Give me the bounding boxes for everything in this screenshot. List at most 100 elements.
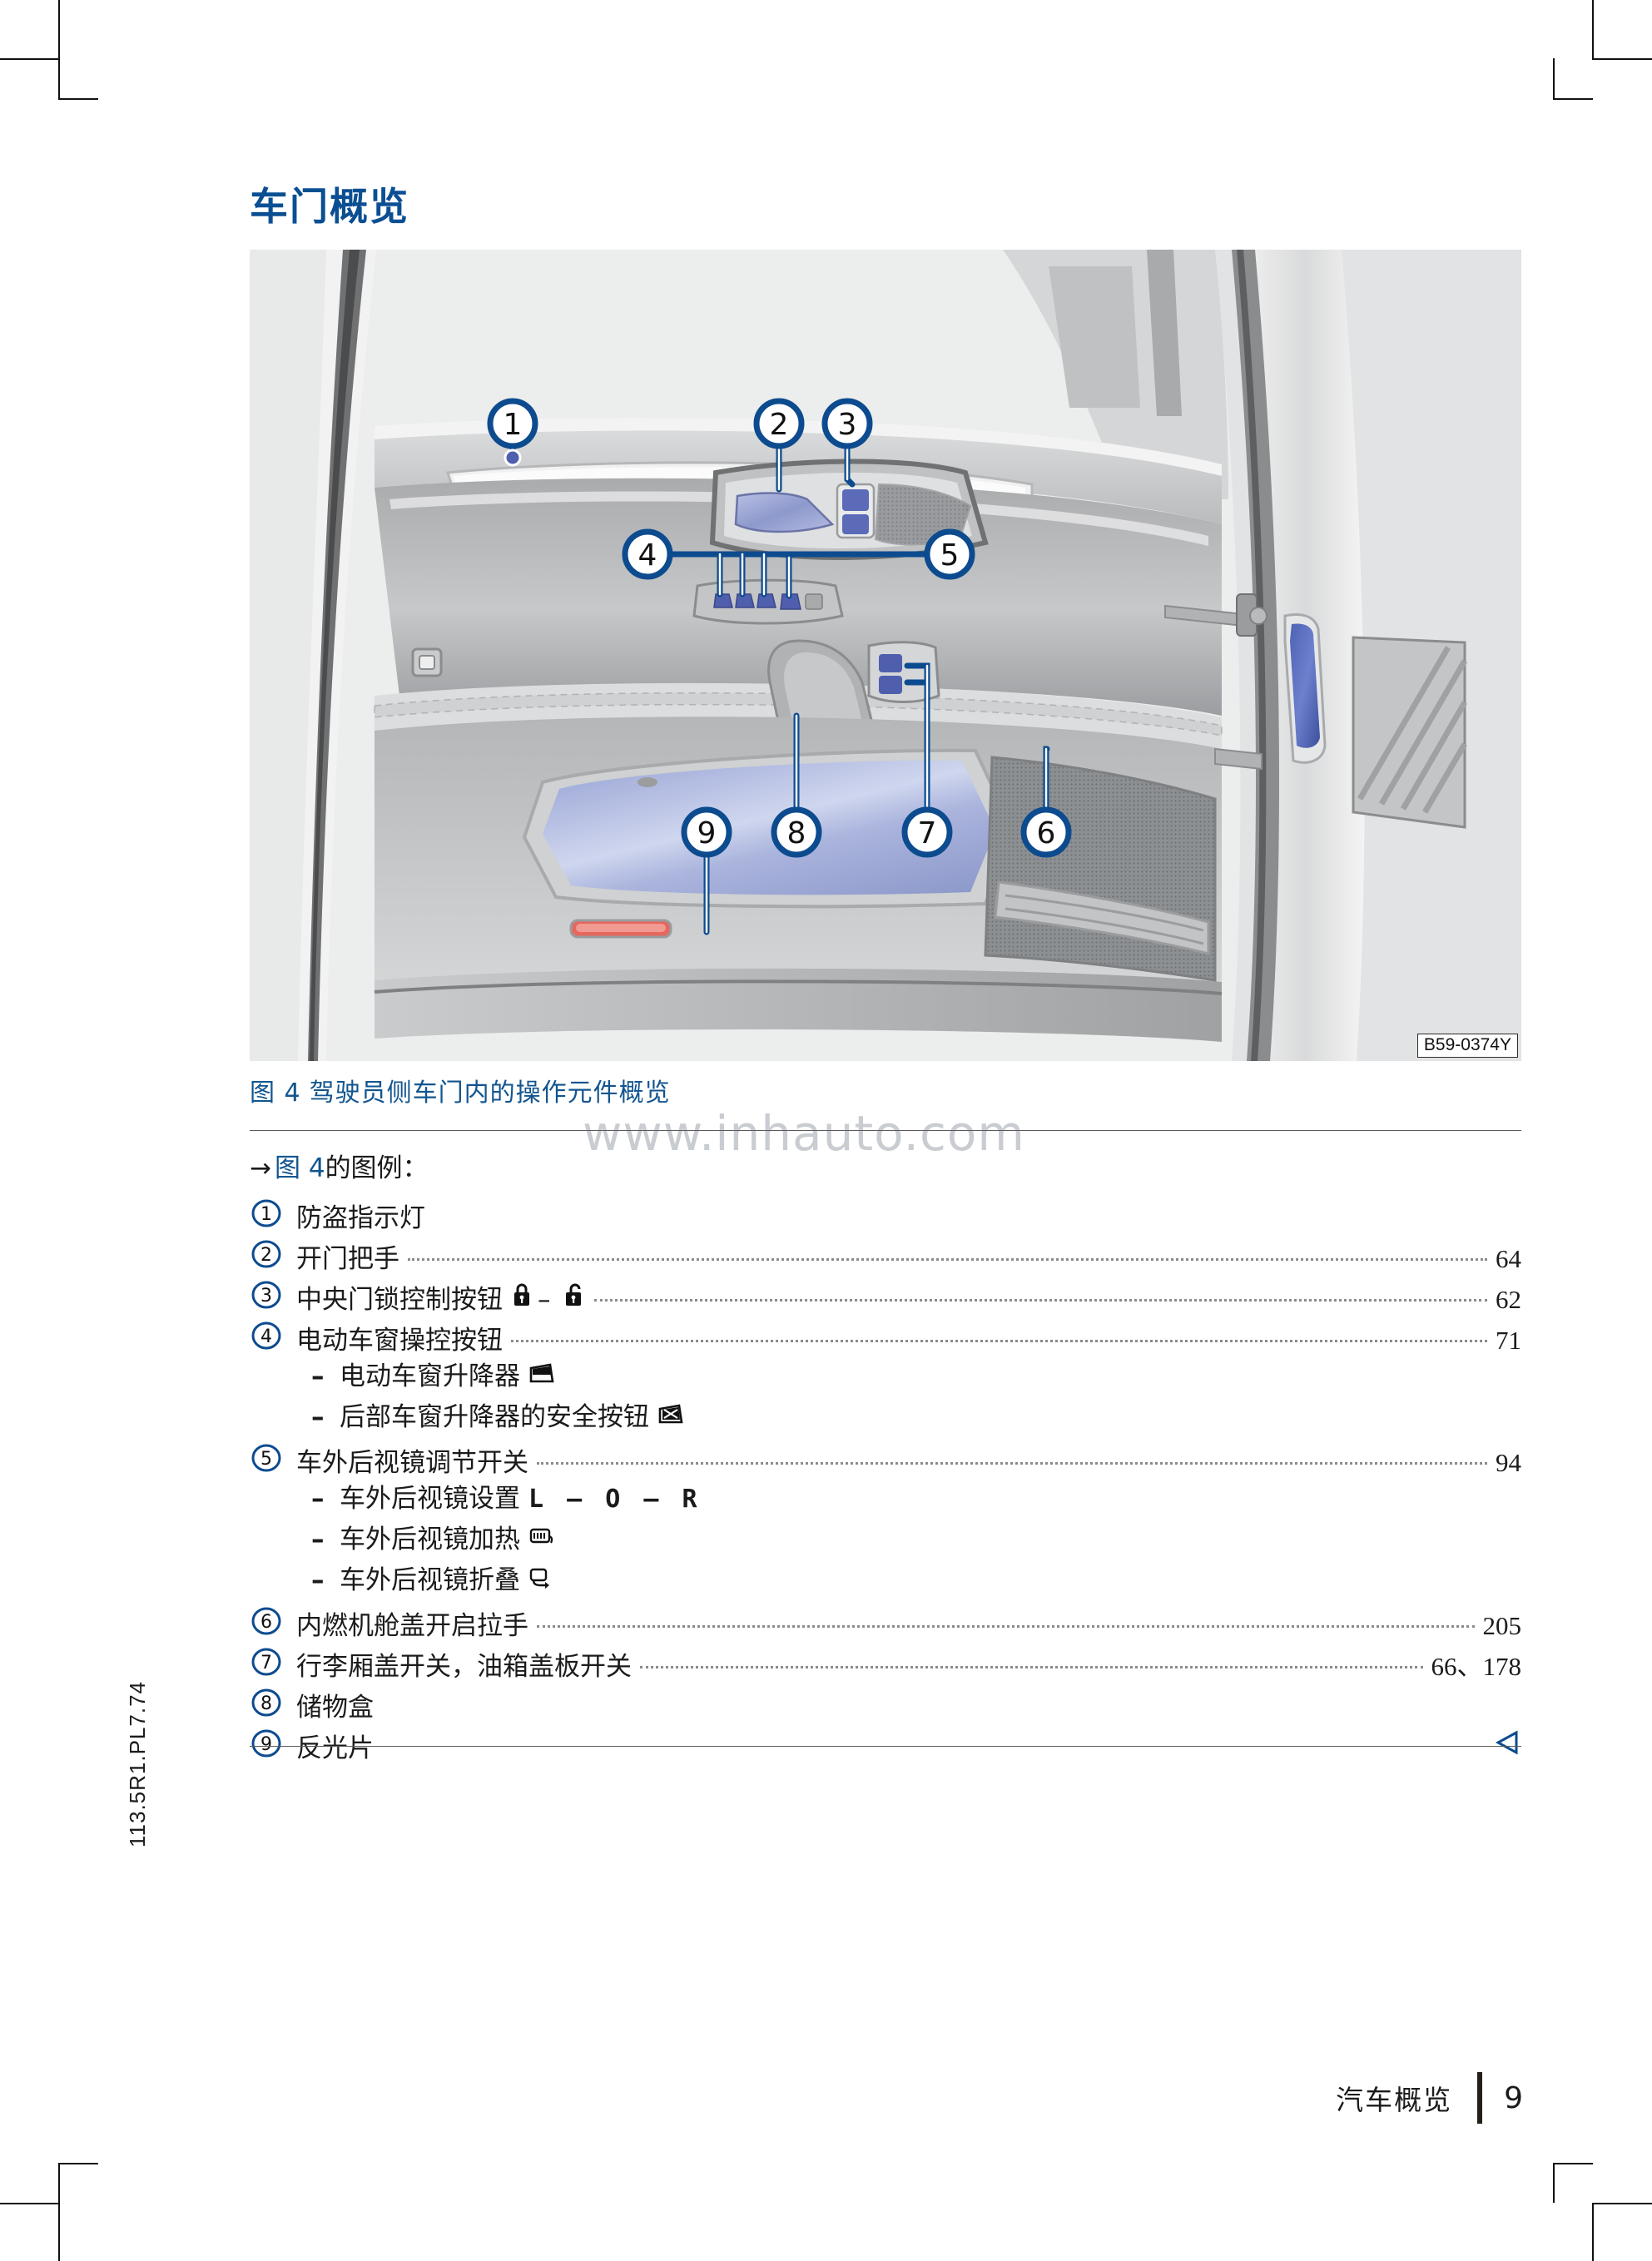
legend-intro: →图 4的图例： — [250, 1153, 1521, 1185]
dash-bullet: – — [311, 1564, 325, 1595]
circled-number-icon: 5 — [250, 1444, 286, 1474]
callout-8: 8 — [771, 806, 822, 858]
svg-text:1: 1 — [260, 1204, 272, 1225]
footer-chapter-title: 汽车概览 — [1336, 2084, 1453, 2116]
legend-item-label: 电动车窗操控按钮 — [296, 1325, 503, 1356]
leader-dots — [537, 1461, 1487, 1465]
callout-7: 7 — [901, 806, 953, 858]
svg-text:4: 4 — [638, 538, 657, 573]
legend-intro-tail: 的图例： — [325, 1153, 429, 1183]
circled-number-icon: 7 — [250, 1648, 286, 1678]
legend-intro-figref: 图 4 — [274, 1153, 325, 1183]
power-window-icon — [528, 1363, 555, 1385]
end-of-section-triangle-icon — [1495, 1730, 1521, 1759]
callout-1: 1 — [487, 398, 538, 449]
figure-callouts: 1 2 3 4 5 6 7 8 9 — [487, 398, 1072, 858]
circled-number-icon: 2 — [250, 1240, 286, 1270]
leader-dots — [511, 1339, 1487, 1342]
legend-top-rule — [250, 1130, 1521, 1131]
figure-caption: 图 4 驾驶员侧车门内的操作元件概览 — [250, 1072, 671, 1108]
circled-number-icon: 8 — [250, 1688, 286, 1718]
lock-open-icon — [564, 1282, 586, 1308]
leader-dots — [537, 1624, 1475, 1628]
callout-2: 2 — [753, 398, 805, 449]
figure-image-code: B59-0374Y — [1416, 1033, 1518, 1058]
dash-bullet: – — [311, 1401, 325, 1432]
leader-dots — [593, 1298, 1487, 1302]
legend-item-label: 反光片 — [296, 1733, 374, 1763]
mirror-heating-icon — [528, 1526, 555, 1548]
legend-subitem-label: 车外后视镜设置 — [340, 1483, 520, 1514]
lock-closed-icon — [511, 1282, 533, 1308]
page-title: 车门概览 — [250, 184, 409, 229]
legend-item-label: 内燃机舱盖开启拉手 — [296, 1610, 528, 1641]
footer-divider — [1477, 2072, 1483, 2124]
legend-item-7: 7 行李厢盖开关，油箱盖板开关 66、178 — [250, 1645, 1521, 1686]
door-overview-figure: 1 2 3 4 5 6 7 8 9 B59-0374Y — [250, 250, 1521, 1061]
legend-item-4: 4 电动车窗操控按钮 71 — [250, 1319, 1521, 1360]
page-footer: 汽车概览 9 — [1336, 2072, 1523, 2124]
svg-text:1: 1 — [504, 408, 523, 442]
leader-dots — [640, 1665, 1423, 1668]
callout-3: 3 — [821, 398, 873, 449]
legend-subitem-label: 电动车窗升降器 — [340, 1361, 520, 1391]
legend-item-8: 8 储物盒 — [250, 1686, 1521, 1727]
callout-4: 4 — [622, 528, 673, 580]
legend-item-9: 9 反光片 — [250, 1727, 1521, 1768]
circled-number-icon: 1 — [250, 1199, 286, 1229]
svg-text:7: 7 — [918, 816, 937, 850]
svg-text:8: 8 — [260, 1693, 272, 1714]
legend-item-label: 中央门锁控制按钮 — [296, 1284, 503, 1315]
legend-item-1: 1 防盗指示灯 — [250, 1197, 1521, 1237]
legend-subitem-5-3: – 车外后视镜折叠 — [250, 1564, 1521, 1604]
callout-5: 5 — [924, 528, 975, 580]
legend-subitem-label: 后部车窗升降器的安全按钮 — [340, 1401, 649, 1432]
leader-dots — [408, 1257, 1487, 1261]
legend-item-page[interactable]: 71 — [1496, 1325, 1521, 1355]
legend-item-3: 3 中央门锁控制按钮 – 62 — [250, 1278, 1521, 1319]
callout-9: 9 — [681, 806, 732, 858]
legend-item-page[interactable]: 66、178 — [1431, 1651, 1522, 1681]
svg-text:4: 4 — [260, 1326, 272, 1347]
footer-page-number: 9 — [1504, 2080, 1523, 2115]
rear-window-safety-icon — [657, 1404, 684, 1426]
svg-text:3: 3 — [260, 1286, 272, 1307]
legend-subitem-4-1: – 电动车窗升降器 — [250, 1360, 1521, 1401]
legend-subitem-5-2: – 车外后视镜加热 — [250, 1523, 1521, 1564]
legend-list: →图 4的图例： 1 防盗指示灯 2 开门把手 64 3 中央门锁控制按钮 — [250, 1153, 1521, 1768]
svg-text:3: 3 — [838, 408, 857, 442]
car-door-illustration: 1 2 3 4 5 6 7 8 9 — [250, 250, 1521, 1061]
svg-text:8: 8 — [787, 816, 806, 850]
figure-caption-text: 驾驶员侧车门内的操作元件概览 — [309, 1078, 671, 1108]
legend-item-label: 储物盒 — [296, 1692, 374, 1723]
dash-separator: – — [538, 1284, 551, 1315]
svg-text:5: 5 — [260, 1449, 272, 1470]
dash-bullet: – — [311, 1361, 325, 1391]
legend-item-label: 防盗指示灯 — [296, 1202, 425, 1233]
legend-bottom-rule — [250, 1746, 1521, 1747]
figure-caption-label: 图 4 — [250, 1078, 301, 1108]
document-side-code: 113.5R1.PL7.74 — [125, 1681, 150, 1847]
callout-6: 6 — [1020, 806, 1072, 858]
mirror-folding-icon — [528, 1567, 555, 1589]
legend-item-page[interactable]: 205 — [1482, 1610, 1522, 1640]
svg-text:9: 9 — [260, 1734, 272, 1755]
circled-number-icon: 9 — [250, 1729, 286, 1759]
legend-item-label: 车外后视镜调节开关 — [296, 1447, 528, 1478]
legend-item-2: 2 开门把手 64 — [250, 1237, 1521, 1278]
svg-text:2: 2 — [770, 408, 789, 442]
circled-number-icon: 3 — [250, 1281, 286, 1311]
legend-item-label: 行李厢盖开关，油箱盖板开关 — [296, 1651, 632, 1682]
legend-subitem-label: 车外后视镜加热 — [340, 1524, 520, 1554]
dash-bullet: – — [311, 1483, 325, 1514]
svg-text:5: 5 — [940, 538, 960, 573]
legend-item-label: 开门把手 — [296, 1243, 399, 1274]
legend-item-page[interactable]: 62 — [1496, 1284, 1521, 1314]
legend-subitem-5-1: – 车外后视镜设置 L – O – R — [250, 1482, 1521, 1523]
legend-subitem-label: 车外后视镜折叠 — [340, 1564, 520, 1595]
legend-item-page[interactable]: 94 — [1496, 1447, 1521, 1477]
legend-item-page[interactable]: 64 — [1496, 1243, 1521, 1273]
svg-text:6: 6 — [1037, 816, 1056, 850]
circled-number-icon: 6 — [250, 1607, 286, 1637]
svg-text:2: 2 — [260, 1245, 272, 1266]
